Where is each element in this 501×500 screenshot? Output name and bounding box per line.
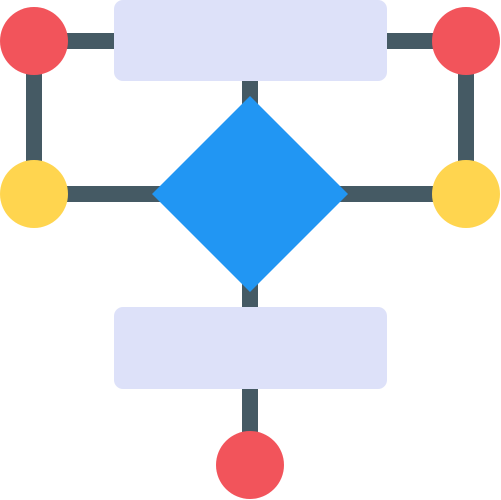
- bottom-process-box: [114, 307, 387, 389]
- top-process-box: [114, 0, 387, 81]
- node-circle-left: [0, 160, 68, 228]
- node-circle-right: [432, 160, 500, 228]
- decision-diamond: [152, 96, 348, 292]
- terminal-circle-top-right: [432, 7, 500, 75]
- terminal-circle-top-left: [0, 7, 68, 75]
- terminal-circle-bottom: [216, 431, 284, 499]
